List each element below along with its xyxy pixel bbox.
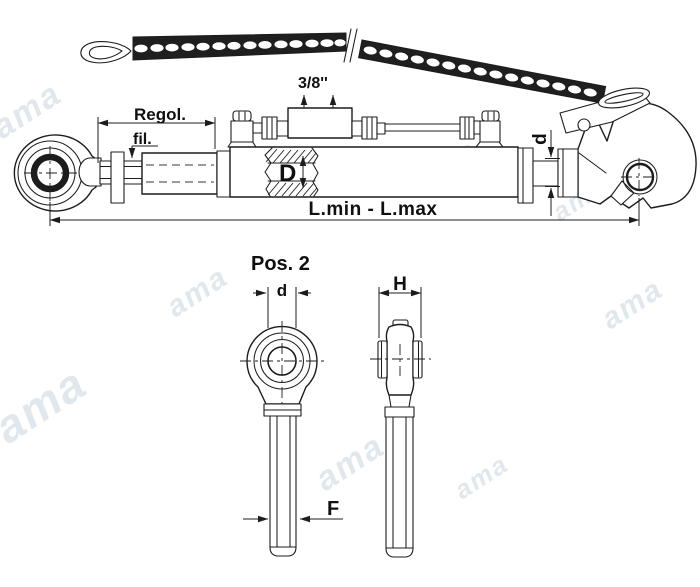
elbow-body [230, 120, 254, 143]
label-thread: fil. [133, 131, 152, 148]
watermark-text: ama [161, 260, 234, 324]
fitting-nut-left [261, 116, 278, 140]
claw-hook-end [532, 87, 697, 209]
cylinder-gland [517, 147, 534, 204]
side-neck [388, 394, 412, 408]
side-shank-lines [392, 416, 407, 549]
d-extension-lines [267, 287, 297, 328]
label-hose-size: 3/8'' [298, 75, 328, 92]
watermark-text: ama [596, 272, 669, 336]
front-shank-thread-lines [276, 415, 291, 548]
label-bore-diameter: d [277, 281, 287, 300]
hook-clevis [557, 148, 579, 198]
side-shank [385, 416, 414, 549]
piston-rod [532, 160, 559, 187]
ball-stub [78, 157, 102, 187]
front-shank [269, 415, 297, 548]
threaded-end [99, 151, 218, 204]
fitting-adapter-right1 [351, 120, 363, 137]
hydraulic-cylinder: D [216, 146, 534, 204]
relief-valve-base [475, 141, 504, 148]
elbow-cap [232, 110, 252, 122]
chain-ring [597, 87, 651, 109]
watermark-layer: ama ama ama ama ama ama ama ama [0, 75, 669, 506]
snap-clip-slot [88, 45, 123, 60]
watermark-text: ama [449, 448, 514, 505]
adjusting-sleeve [141, 152, 218, 195]
latch-pivot-pin [577, 118, 591, 132]
tube-nut [459, 116, 475, 140]
ball-eye-end [13, 134, 102, 212]
ball-joint-side-view: H [370, 274, 431, 558]
rod-d-ticks [545, 158, 560, 187]
fitting-adapter-left [276, 120, 289, 137]
label-shank-diameter: F [327, 498, 339, 520]
chain-segment-lower [358, 39, 607, 104]
breakout-section: D [264, 147, 319, 197]
watermark-text: ama [0, 356, 96, 453]
relief-valve-cap [481, 110, 500, 122]
relief-valve-body [479, 120, 501, 143]
label-rod-diameter: d [530, 133, 551, 145]
side-race-ring-right [412, 340, 423, 379]
hydraulic-fittings: 3/8'' [227, 75, 504, 148]
label-length-range: L.min - L.max [309, 199, 438, 220]
chain-segment-upper [132, 32, 347, 61]
hook-inner-line [578, 152, 607, 174]
fitting-nut-right [361, 116, 378, 140]
valve-block [287, 107, 353, 139]
elbow-stub [252, 122, 263, 134]
top-view-dimensions: Regol. fil. d L.min - L.max [49, 105, 640, 226]
label-head-width: H [393, 274, 407, 295]
side-shank-tip [385, 547, 414, 558]
hatch-bottom [267, 181, 318, 197]
ball-joint-front-view: d F [240, 281, 343, 557]
lock-collar [110, 151, 125, 204]
watermark-text: ama [309, 427, 392, 499]
detail-view-title: Pos. 2 [251, 253, 310, 275]
label-adjustment-range: Regol. [134, 105, 186, 124]
front-shank-tip [269, 546, 297, 557]
safety-chain [80, 28, 607, 104]
hydraulic-tube [384, 123, 461, 132]
chain-break-marks [343, 28, 358, 63]
fitting-adapter-right2 [376, 122, 386, 135]
cylinder-left-cap [216, 150, 231, 198]
hidden-thread-lines [146, 164, 214, 183]
side-collar [384, 406, 415, 418]
label-inner-diameter: D [279, 160, 296, 187]
side-race-ring-left [377, 340, 388, 379]
